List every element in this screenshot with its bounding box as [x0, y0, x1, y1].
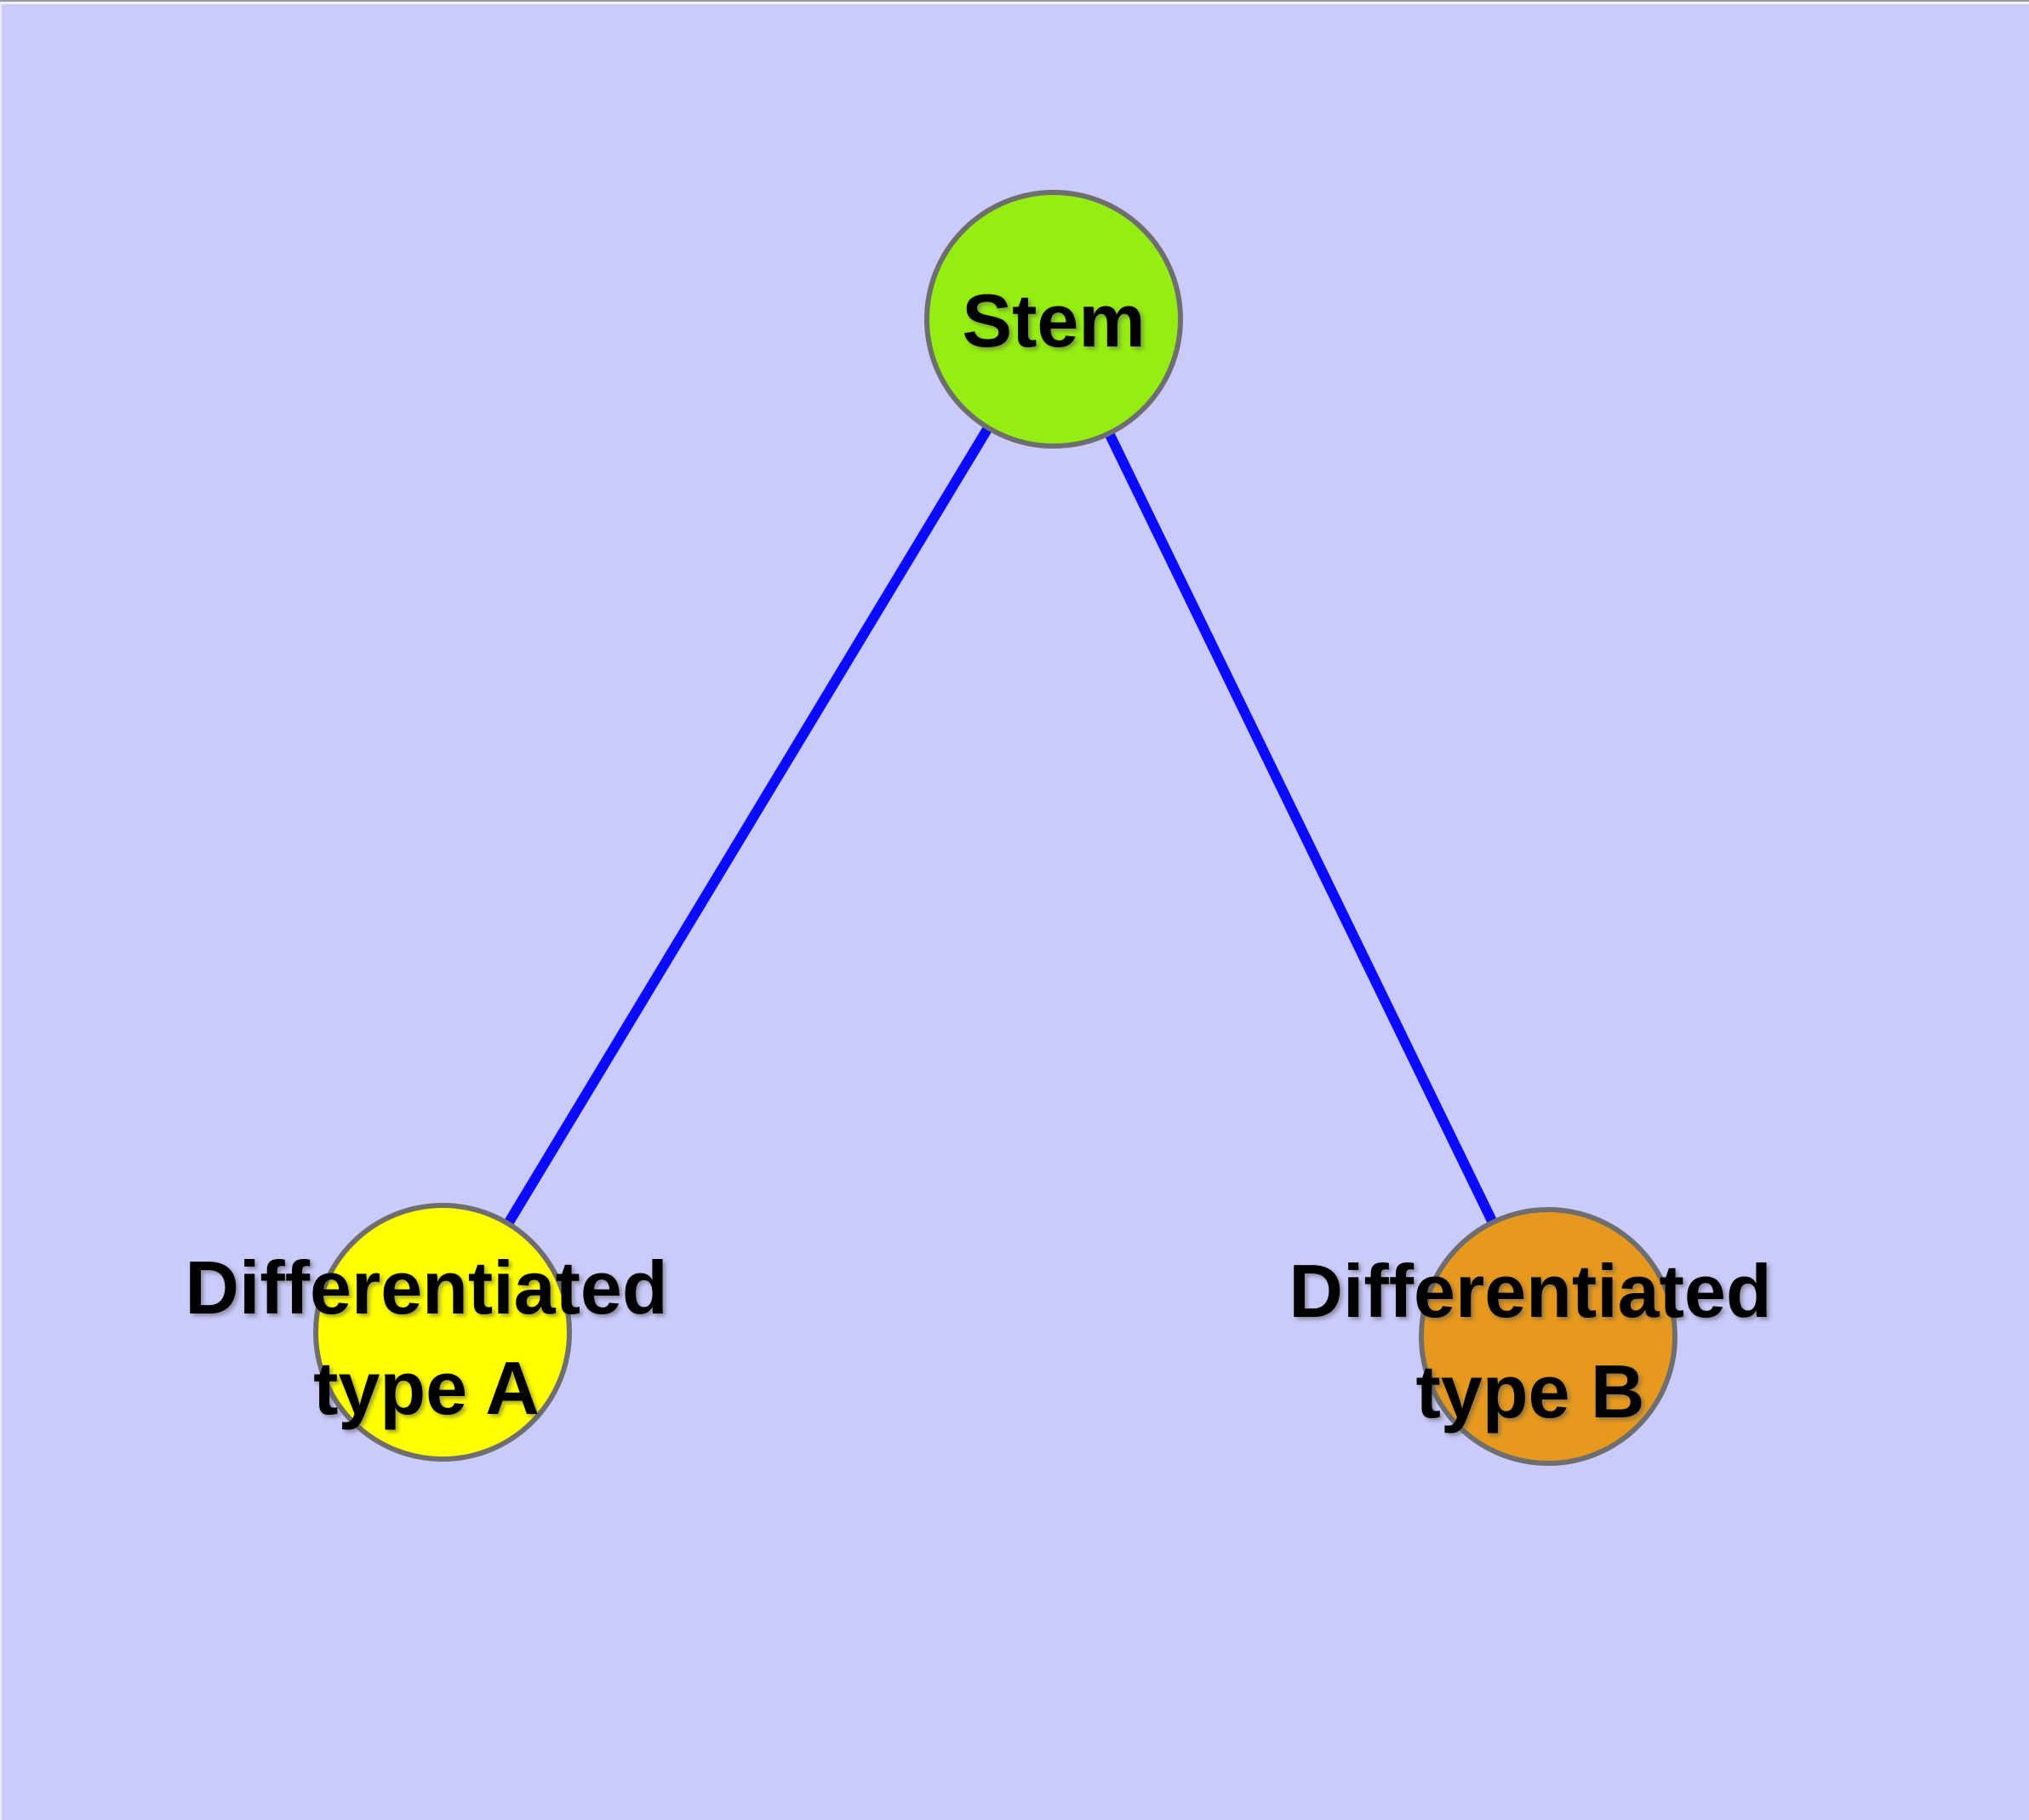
node-type-b-label: Differentiated type B	[1289, 1241, 1771, 1442]
node-type-b-label-line2: type B	[1415, 1349, 1645, 1434]
edge-stem-to-type-a	[437, 316, 1059, 1336]
node-type-a-label: Differentiated type A	[185, 1238, 667, 1439]
node-stem-label: Stem	[962, 271, 1145, 371]
node-differentiated-type-b	[1419, 1207, 1677, 1466]
edge-stem-to-type-b	[1049, 317, 1553, 1339]
node-differentiated-type-a	[313, 1203, 572, 1462]
window-left-edge	[0, 2, 2, 1820]
node-type-b-label-line1: Differentiated	[1289, 1249, 1772, 1333]
window-top-hairline	[0, 0, 2029, 2]
window-top-edge	[0, 2, 2029, 4]
node-stem-label-line1: Stem	[962, 278, 1146, 363]
node-stem	[924, 190, 1183, 449]
node-type-a-label-line2: type A	[313, 1346, 540, 1430]
node-type-a-label-line1: Differentiated	[185, 1245, 668, 1330]
